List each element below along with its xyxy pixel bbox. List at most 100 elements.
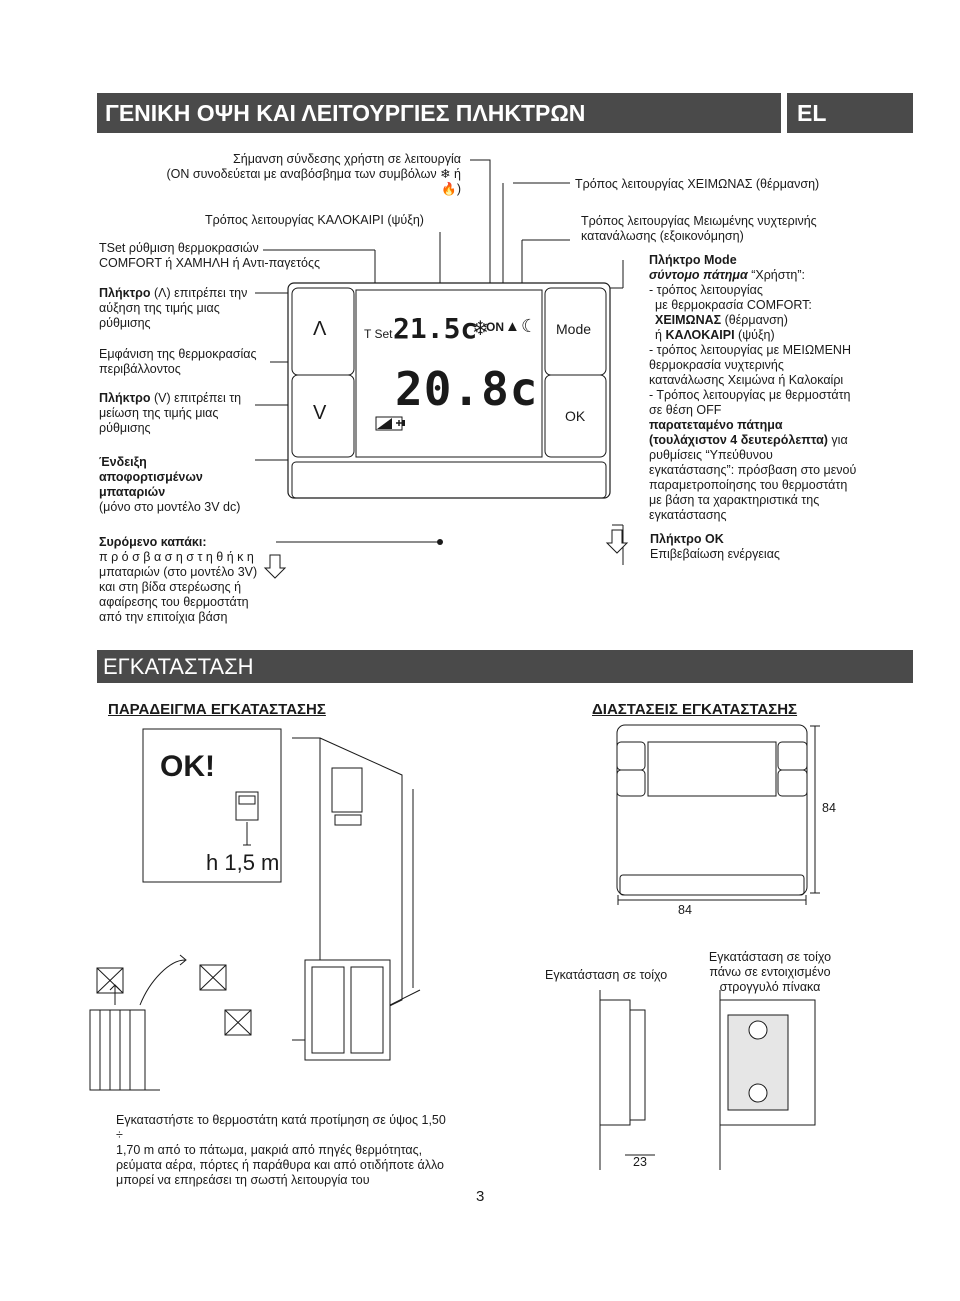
mode-line8: - Τρόπος λειτουργίας με θερμοστάτη: [649, 388, 851, 402]
install-title: ΕΓΚΑΤΑΣΤΑΣΗ: [103, 654, 254, 679]
ok-key-desc: Επιβεβαίωση ενέργειας: [650, 547, 780, 561]
height-label: h 1,5 m: [206, 850, 280, 875]
eco-label-line1: Τρόπος λειτουργίας Μειωμένης νυχτερινής: [581, 214, 817, 228]
short-press-label: σύντομο πάτημα: [649, 268, 748, 282]
page-title: ΓΕΝΙΚΗ ΟΨΗ ΚΑΙ ΛΕΙΤΟΥΡΓΙΕΣ ΠΛΗΚΤΡΩΝ: [105, 100, 586, 126]
up-line2: αύξηση της τιμής μιας: [99, 301, 220, 315]
mode-line11-rest: για: [827, 433, 848, 447]
cover-line2: μπαταριών (στο μοντέλο 3V): [99, 565, 258, 579]
wall-mount-label: Εγκατάσταση σε τοίχο: [545, 968, 668, 982]
mode-line3-rest: (θέρμανση): [721, 313, 788, 327]
up-line1: Πλήκτρο (Λ) επιτρέπει την: [99, 286, 247, 301]
mode-line5: - τρόπος λειτουργίας με ΜΕΙΩΜΕΝΗ: [649, 343, 851, 357]
battery-description: Ένδειξη αποφορτισμένων μπαταριών (μόνο σ…: [99, 455, 240, 515]
install-banner: ΕΓΚΑΤΑΣΤΑΣΗ: [97, 650, 913, 683]
box-line1: Εγκατάσταση σε τοίχο: [708, 950, 832, 964]
mode-line12: ρυθμίσεις “Υπεύθυνου: [649, 448, 773, 462]
winter-mode-label: Τρόπος λειτουργίας ΧΕΙΜΩΝΑΣ (θέρμανση): [575, 177, 820, 191]
down-line1: Πλήκτρο (V) επιτρέπει τη: [99, 391, 241, 406]
note-line4: μπορεί να επηρεάσει τη σωστή λειτουργία …: [116, 1173, 370, 1187]
cover-line3: και στη βίδα στερέωσης ή: [99, 580, 242, 594]
up-key-title: Πλήκτρο: [99, 286, 151, 300]
box-mount-label: Εγκατάσταση σε τοίχο πάνω σε εντοιχισμέν…: [700, 950, 840, 995]
box-line3: στρογγυλό πίνακα: [719, 980, 821, 994]
on-indicator-label: Σήμανση σύνδεσης χρήστη σε λειτουργία (O…: [151, 152, 461, 197]
cover-line4: αφαίρεσης του θερμοστάτη: [99, 595, 249, 609]
note-line1: Εγκαταστήστε το θερμοστάτη κατά προτίμησ…: [116, 1113, 446, 1142]
cover-title: Συρόμενο καπάκι:: [99, 535, 207, 549]
mode-line6: θερμοκρασία νυχτερινής: [649, 358, 784, 372]
set-temperature-display: 21.5c: [393, 312, 478, 345]
mode-line4-pre: ή: [655, 328, 666, 342]
up-line1-rest: (Λ) επιτρέπει την: [150, 286, 248, 300]
mode-line3: ΧΕΙΜΩΝΑΣ (θέρμανση): [649, 313, 909, 328]
cover-line5: από την επιτοίχια βάση: [99, 610, 228, 624]
long-press-duration: (τουλάχιστον 4 δευτερόλεπτα): [649, 433, 828, 447]
short-press-rest: “Χρήστη”:: [747, 268, 805, 282]
down-key-title: Πλήκτρο: [99, 391, 151, 405]
mode-line4: ή ΚΑΛΟΚΑΙΡΙ (ψύξη): [649, 328, 909, 343]
mode-line10: παρατεταμένο πάτημα: [649, 418, 783, 432]
down-line2: μείωση της τιμής μιας: [99, 406, 219, 420]
note-line3: ρεύματα αέρα, πόρτες ή παράθυρα και από …: [116, 1158, 444, 1172]
battery-line1: Ένδειξη: [99, 455, 147, 469]
on-label-line2: (ON συνοδεύεται με αναβόσβημα των συμβόλ…: [166, 167, 461, 196]
tset-label: T Set: [364, 327, 393, 341]
room-temperature-display: 20.8c: [395, 362, 539, 416]
summer-mode-label: Τρόπος λειτουργίας ΚΑΛΟΚΑΙΡΙ (ψύξη): [205, 213, 424, 227]
down-line1-rest: (V) επιτρέπει τη: [150, 391, 242, 405]
up-key[interactable]: Λ: [313, 318, 327, 340]
eco-label-line2: κατανάλωσης (εξοικονόμηση): [581, 229, 744, 243]
ok-label: OK!: [160, 750, 215, 783]
mode-key[interactable]: Mode: [556, 321, 592, 337]
mode-line16: εγκατάστασης: [649, 508, 727, 522]
mode-key-title: Πλήκτρο Mode: [649, 253, 737, 267]
mode-line14: παραμετροποίησης του θερμοστάτη: [649, 478, 848, 492]
on-label-line1: Σήμανση σύνδεσης χρήστη σε λειτουργία: [233, 152, 461, 166]
room-temp-description: Εμφάνιση της θερμοκρασίας περιβάλλοντος: [99, 347, 257, 377]
ok-key-title: Πλήκτρο OK: [650, 532, 724, 546]
summer-word: ΚΑΛΟΚΑΙΡΙ: [665, 328, 735, 342]
mode-line1: - τρόπος λειτουργίας: [649, 283, 763, 297]
mode-line7: κατανάλωσης Χειμώνα ή Καλοκαίρι: [649, 373, 844, 387]
mode-line2: με θερμοκρασία COMFORT:: [655, 298, 812, 312]
eco-mode-label: Τρόπος λειτουργίας Μειωμένης νυχτερινής …: [581, 214, 817, 244]
up-key-description: Πλήκτρο (Λ) επιτρέπει την αύξηση της τιμ…: [99, 286, 247, 331]
mode-line15: με βάση τα χαρακτηριστικά της: [649, 493, 820, 507]
down-key-description: Πλήκτρο (V) επιτρέπει τη μείωση της τιμή…: [99, 391, 241, 436]
box-line2: πάνω σε εντοιχισμένο: [709, 965, 831, 979]
install-example-title: ΠΑΡΑΔΕΙΓΜΑ ΕΓΚΑΤΑΣΤΑΣΗΣ: [108, 701, 326, 718]
on-indicator: ON: [486, 320, 504, 334]
snowflake-icon: ❄: [472, 318, 489, 340]
temp-line1: Εμφάνιση της θερμοκρασίας: [99, 347, 257, 361]
mode-key-description: Πλήκτρο Mode σύντομο πάτημα “Χρήστη”: - …: [649, 253, 909, 523]
language-code: EL: [797, 100, 827, 126]
depth-label: 23: [633, 1155, 647, 1169]
down-key[interactable]: V: [313, 402, 327, 424]
winter-word: ΧΕΙΜΩΝΑΣ: [655, 313, 722, 327]
moon-icon: ☾: [521, 316, 538, 336]
down-line3: ρύθμισης: [99, 421, 151, 435]
mode-line4-rest: (ψύξη): [734, 328, 775, 342]
mode-short-press: σύντομο πάτημα “Χρήστη”:: [649, 268, 909, 283]
language-badge: EL: [787, 93, 913, 133]
install-dims-title: ΔΙΑΣΤΑΣΕΙΣ ΕΓΚΑΤΑΣΤΑΣΗΣ: [592, 701, 798, 718]
tset-line1: TSet ρύθμιση θερμοκρασιών: [99, 241, 259, 255]
temp-line2: περιβάλλοντος: [99, 362, 181, 376]
ok-key-description: Πλήκτρο OK Επιβεβαίωση ενέργειας: [650, 532, 780, 562]
up-line3: ρύθμισης: [99, 316, 151, 330]
cover-line1: π ρ ό σ β α σ η σ τ η θ ή κ η: [99, 550, 254, 564]
battery-line3: μπαταριών: [99, 485, 166, 499]
mode-line11: (τουλάχιστον 4 δευτερόλεπτα) για: [649, 433, 909, 448]
dim-height: 84: [822, 801, 836, 815]
mode-line13: εγκατάστασης”: πρόσβαση στο μενού: [649, 463, 857, 477]
cover-description: Συρόμενο καπάκι: π ρ ό σ β α σ η σ τ η θ…: [99, 535, 269, 625]
note-line2: 1,70 m από το πάτωμα, μακριά από πηγές θ…: [116, 1143, 423, 1157]
battery-line2: αποφορτισμένων: [99, 470, 203, 484]
mode-line9: σε θέση OFF: [649, 403, 722, 417]
ok-key[interactable]: OK: [565, 408, 586, 424]
header-banner: ΓΕΝΙΚΗ ΟΨΗ ΚΑΙ ΛΕΙΤΟΥΡΓΙΕΣ ΠΛΗΚΤΡΩΝ: [97, 93, 781, 133]
battery-line4: (μόνο στο μοντέλο 3V dc): [99, 500, 241, 514]
